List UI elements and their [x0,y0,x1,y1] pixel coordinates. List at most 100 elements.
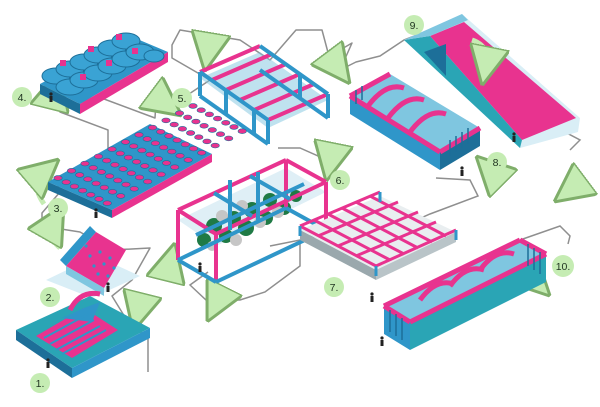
mat-bump [188,103,198,109]
mat-bump [162,160,172,166]
long-obstacle-run [382,237,548,350]
mat-bump [115,150,125,157]
station-marker-6: 6. [330,170,350,190]
mat-bump [96,169,106,175]
route-arrow-icon [148,101,166,104]
mat-bump [194,134,204,140]
mat-bump [129,186,139,192]
mat-bump [107,146,117,152]
svg-text:8.: 8. [493,157,502,169]
mat-bump [207,127,217,133]
mat-bump [164,133,174,139]
mat-bump [121,181,131,188]
mat-bump [167,148,177,155]
svg-text:2.: 2. [46,292,55,304]
svg-text:9.: 9. [410,20,419,32]
mat-bump [91,180,101,187]
mat-bump [156,171,166,178]
mat-bump [135,174,145,181]
station-marker-5: 5. [172,88,192,108]
route-arrow-icon [51,222,60,250]
person-icon [512,132,516,142]
route-arrow-icon [570,176,574,190]
route-arrow-icon [216,299,230,304]
station-marker-8: 8. [487,152,507,172]
mat-bump [61,179,71,185]
svg-text:6.: 6. [336,175,345,187]
svg-text:5.: 5. [178,93,187,105]
roller-bed [40,32,168,114]
station-marker-1: 1. [30,373,50,393]
route-arrow-icon [170,262,178,272]
mat-bump [148,124,158,131]
person-icon [198,262,202,272]
mat-bump [159,144,169,151]
mat-bump [213,115,223,122]
svg-text:3.: 3. [54,203,63,215]
person-figures [46,92,516,368]
mat-bump [123,154,133,161]
mat-bump [102,200,112,206]
mat-bump [69,183,79,190]
mat-bump [175,110,185,116]
mat-bump [67,168,77,174]
mat-bump [94,153,104,160]
mat-bump [197,150,207,156]
mat-bump [99,184,109,191]
mat-bump [88,165,98,171]
mat-bump [75,172,85,178]
mat-bump [196,107,206,113]
climbing-wedge [46,226,140,298]
station-marker-3: 3. [48,198,68,218]
mat-bump [216,131,226,137]
mat-bump [143,178,153,185]
route-arrow-icon [490,170,493,182]
person-icon [380,336,384,346]
mat-bump [121,139,131,145]
mat-bump [78,187,88,194]
svg-text:4.: 4. [18,92,27,104]
mat-bump [170,164,180,170]
mat-bump [221,120,231,126]
mat-bump [129,143,139,149]
mat-bump [142,136,152,142]
frame-maze [298,190,458,280]
route-arrow-icon [132,298,138,312]
route-arrow-icon [322,148,330,162]
mat-bump [134,132,144,138]
mat-bump [237,128,247,134]
route-arrow-icon [198,34,208,52]
mat-bump [202,138,212,145]
station-marker-10: 10. [552,255,574,277]
route-arrow-icon [335,54,340,68]
mat-bump [83,176,93,182]
mat-bump [53,175,63,181]
mat-bump [118,166,128,172]
mat-bump [148,167,158,173]
mat-bump [132,159,142,165]
mat-bump [126,170,136,176]
mat-bump [161,117,171,124]
mat-bump [204,111,214,118]
mat-bump [180,141,190,148]
svg-text:10.: 10. [556,261,571,273]
mat-bump [108,189,118,195]
mat-bump [169,121,179,128]
route-arrow-icon [37,172,44,206]
mat-bump [172,137,182,143]
mat-bump [156,129,166,135]
station-marker-9: 9. [404,15,424,35]
mat-bump [102,157,112,164]
obstacle-tunnel [348,71,482,170]
route-line [519,225,571,245]
mat-bump [113,177,123,184]
station-marker-2: 2. [40,287,60,307]
svg-text:1.: 1. [36,378,45,390]
inflatable-ramp [16,290,150,378]
mat-bump [210,142,220,149]
frame-tunnel [198,44,330,146]
mat-bump [183,157,193,163]
mat-bump [229,124,239,130]
person-icon [460,166,464,176]
